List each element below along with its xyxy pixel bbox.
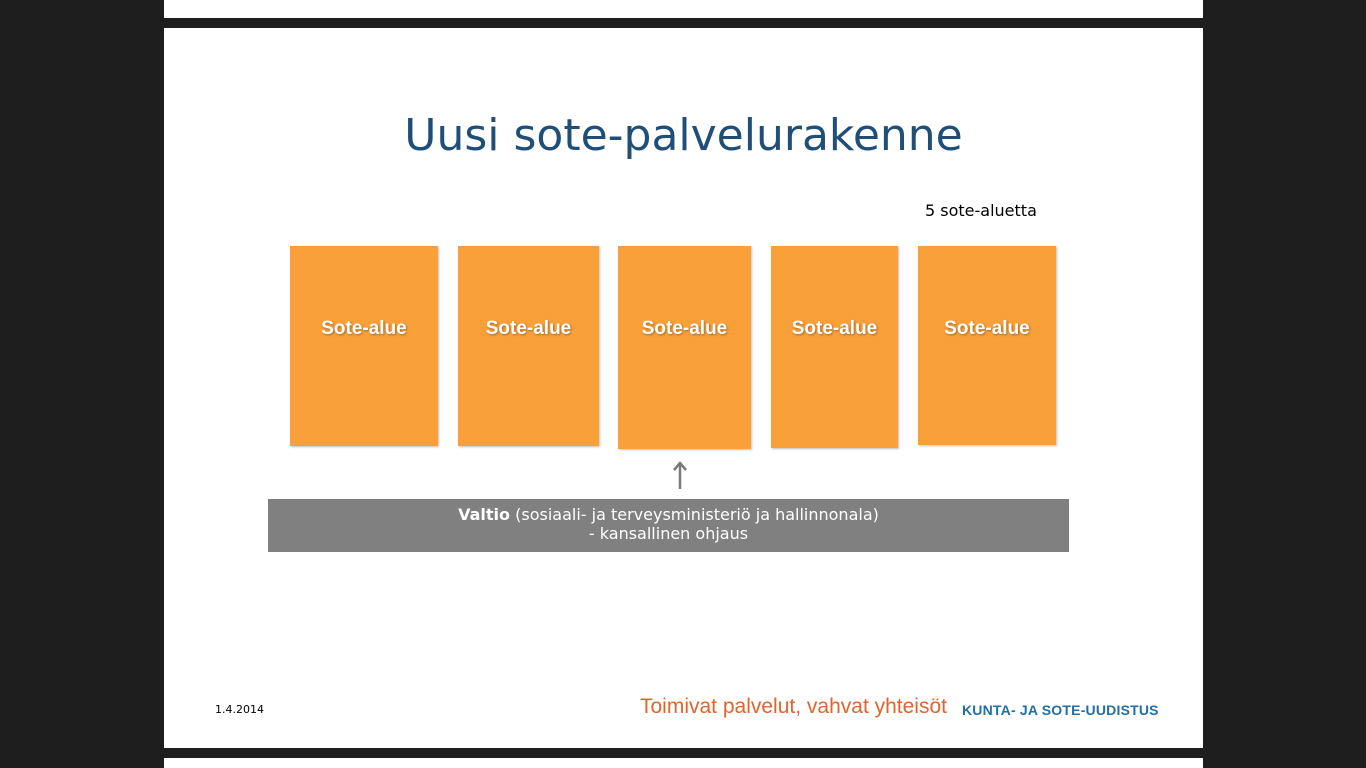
sote-region-label: Sote-alue bbox=[944, 318, 1030, 339]
footer-program-name: KUNTA- JA SOTE-UUDISTUS bbox=[962, 702, 1159, 718]
sote-region-box-1: Sote-alue bbox=[290, 246, 438, 446]
sote-region-label: Sote-alue bbox=[641, 318, 728, 339]
slide: Uusi sote-palvelurakenne 5 sote-aluetta … bbox=[164, 28, 1203, 748]
arrow-up-icon bbox=[673, 461, 687, 489]
sote-region-box-4: Sote-alue bbox=[771, 246, 898, 448]
state-line-1: Valtio (sosiaali- ja terveysministeriö j… bbox=[268, 505, 1069, 524]
state-steering-bar: Valtio (sosiaali- ja terveysministeriö j… bbox=[268, 499, 1069, 552]
sote-region-label: Sote-alue bbox=[321, 318, 407, 339]
sote-region-box-2: Sote-alue bbox=[458, 246, 599, 446]
state-line-2: - kansallinen ohjaus bbox=[588, 524, 749, 543]
sote-region-label: Sote-alue bbox=[791, 318, 878, 339]
sote-region-box-3: Sote-alue bbox=[618, 246, 751, 449]
state-name: Valtio bbox=[458, 505, 511, 524]
previous-slide-edge bbox=[164, 0, 1203, 18]
next-slide-edge bbox=[164, 758, 1203, 768]
sote-region-box-5: Sote-alue bbox=[918, 246, 1056, 445]
sote-region-label: Sote-alue bbox=[485, 318, 572, 339]
state-detail: (sosiaali- ja terveysministeriö ja halli… bbox=[510, 505, 879, 524]
footer-slogan: Toimivat palvelut, vahvat yhteisöt bbox=[640, 695, 947, 718]
region-count-label: 5 sote-aluetta bbox=[925, 201, 1037, 220]
slide-date: 1.4.2014 bbox=[215, 703, 264, 716]
slide-title: Uusi sote-palvelurakenne bbox=[404, 110, 963, 161]
